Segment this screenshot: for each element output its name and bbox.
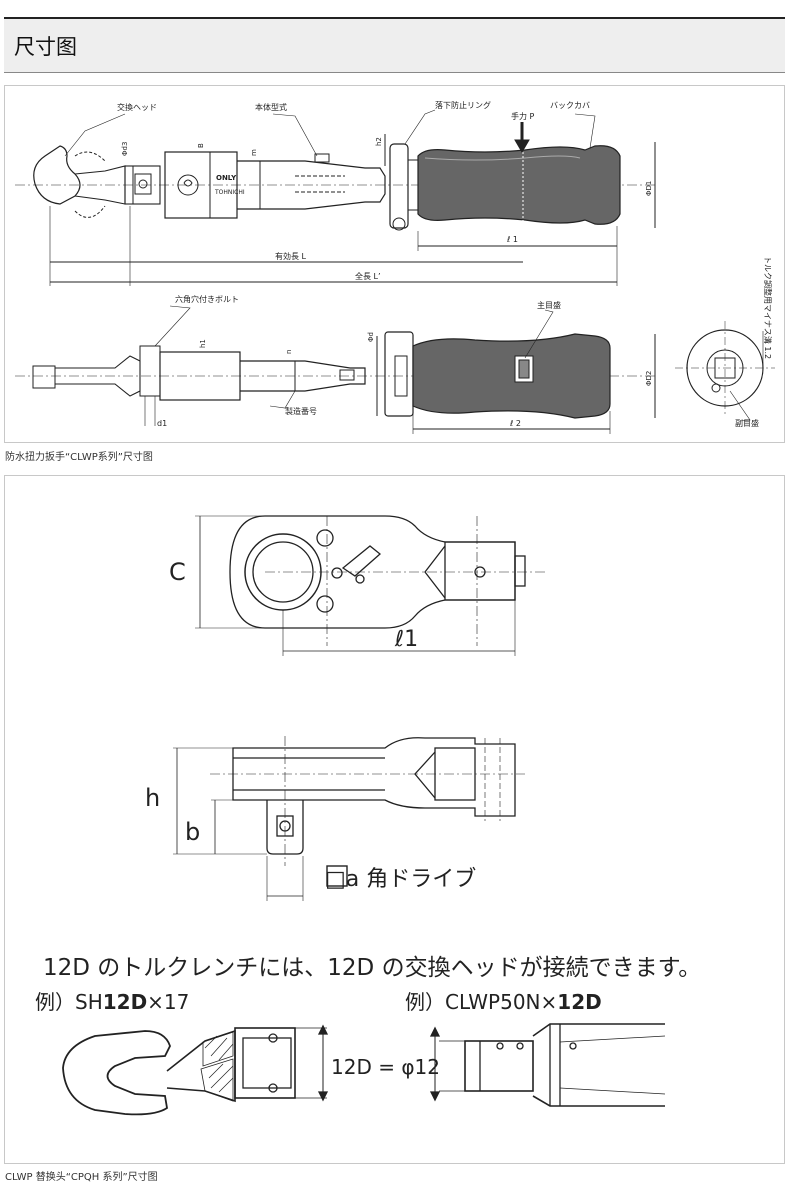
head-drawing: C ℓ1 h b □a 角ドライブ 12D のトルクレンチには、12D の交換ヘ… [35,515,701,1116]
label-d3: Φd3 [121,142,129,156]
label-effective-length: 有効長 L [275,251,307,261]
figure-wrench-dimensions: 交換ヘッド 本体型式 落下防止リング 手力 P バックカバ Φd3 B m h2… [4,85,785,443]
label-hex-bolt: 六角穴付きボルト [175,294,239,304]
label-D2: ΦD2 [645,371,653,386]
label-force: 手力 P [511,111,535,121]
label-square-drive: □a 角ドライブ [325,867,476,892]
section-title-bar: 尺寸图 [4,17,785,73]
label-h1: h1 [199,339,207,348]
figure-head-dimensions: C ℓ1 h b □a 角ドライブ 12D のトルクレンチには、12D の交換ヘ… [4,475,785,1164]
figure1-caption: 防水扭力扳手“CLWP系列”尺寸图 [5,452,153,463]
label-D1: ΦD1 [645,181,653,196]
label-sub-scale: 副目盛 [735,418,759,428]
section-title: 尺寸图 [14,35,77,59]
example-2: 例）CLWP50N×12D [405,990,602,1014]
label-B: B [197,143,205,148]
equation-12d: 12D = φ12 [331,1055,440,1079]
label-d1: d1 [157,419,167,428]
label-d: Φd [367,332,375,342]
label-exchange-head: 交換ヘッド [117,102,157,112]
label-drop-ring: 落下防止リング [435,100,491,110]
label-m: m [250,149,258,156]
label-l1: ℓ1 [394,627,418,652]
label-adjust-hole: トルク調整用マイナス溝 1.2 [763,256,773,359]
label-main-scale: 主目盛 [537,300,561,310]
stamp-only: ONLY [216,174,237,182]
wrench-drawing: 交換ヘッド 本体型式 落下防止リング 手力 P バックカバ Φd3 B m h2… [15,100,775,434]
stamp-brand: TOHNICHI [214,189,245,196]
label-serial: 製造番号 [285,406,317,416]
note-compatibility: 12D のトルクレンチには、12D の交換ヘッドが接続できます。 [43,955,701,981]
label-back-cover: バックカバ [550,101,590,110]
label-h2: h2 [375,137,383,146]
label-body-stamp: 本体型式 [255,102,287,112]
label-C: C [169,558,186,586]
example-1: 例）SH12D×17 [35,990,189,1014]
label-l1: ℓ 1 [506,235,518,244]
label-b: b [185,818,200,846]
label-l2: ℓ 2 [509,419,521,428]
label-h: h [145,784,160,812]
figure2-caption: CLWP 替换头“CPQH 系列”尺寸图 [5,1172,158,1183]
label-n: n [285,350,293,354]
label-total-length: 全長 L’ [355,271,381,281]
